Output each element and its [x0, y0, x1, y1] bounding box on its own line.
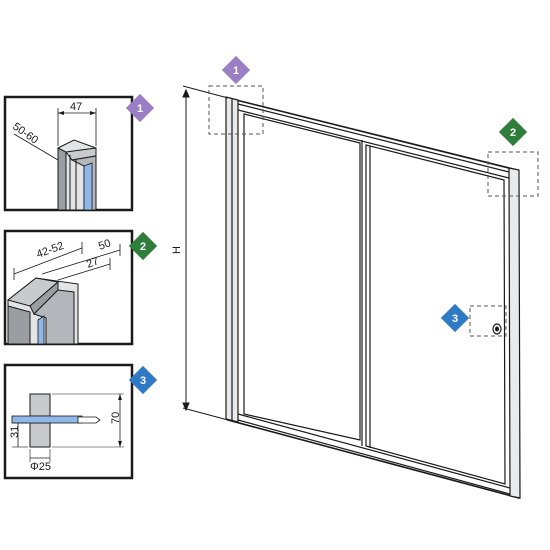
- detail-3-panel: 70 31 Φ25: [3, 363, 134, 480]
- detail-3-diameter-label: Φ25: [30, 461, 51, 473]
- detail-3-height-label: 70: [110, 412, 122, 424]
- svg-text:1: 1: [137, 103, 143, 115]
- callout-box-1: [208, 85, 264, 135]
- callout-box-2: [487, 151, 539, 197]
- callout-badge-1: 1: [221, 55, 251, 85]
- svg-text:1: 1: [233, 65, 239, 77]
- detail-1-width-label: 47: [70, 101, 82, 113]
- detail-2-outer-label: 50: [97, 237, 113, 252]
- detail-2-small-label: 27: [85, 255, 101, 270]
- front-panel: [365, 144, 506, 485]
- callout-box-3: [469, 305, 507, 337]
- handle-knob: [492, 323, 502, 335]
- rear-panel: [243, 113, 361, 441]
- svg-text:2: 2: [140, 241, 146, 253]
- height-label: H: [171, 246, 183, 254]
- detail-3-offset-label: 31: [9, 426, 21, 438]
- callout-badge-3: 3: [440, 303, 470, 333]
- door-outer-frame: [227, 96, 520, 500]
- detail-2-panel: 42-52 50 27: [3, 229, 134, 346]
- right-wall-profile: [508, 167, 521, 499]
- callout-badge-2: 2: [498, 117, 528, 147]
- door-assembly: [225, 96, 521, 500]
- svg-text:3: 3: [140, 375, 146, 387]
- height-dimension: [182, 85, 229, 421]
- svg-text:3: 3: [452, 313, 458, 325]
- svg-text:2: 2: [510, 127, 516, 139]
- detail-1-panel: 47 50-60: [3, 95, 134, 212]
